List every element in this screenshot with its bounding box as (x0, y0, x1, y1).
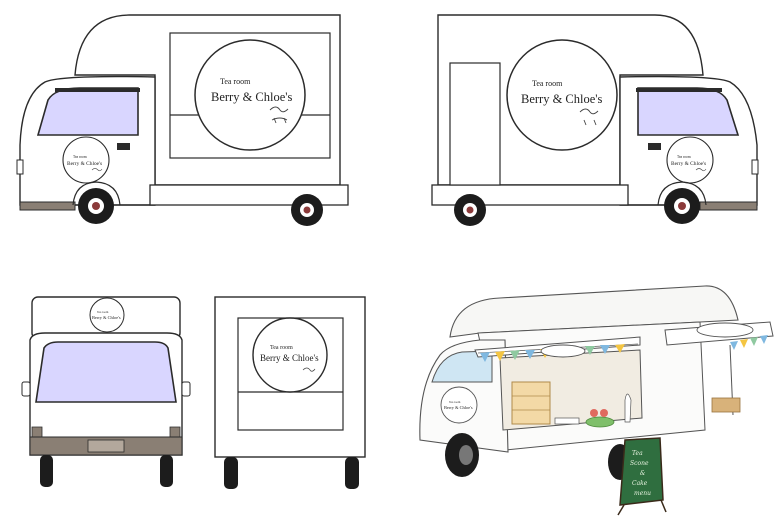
door-logo-line2: Berry & Chloe's (67, 161, 102, 167)
rear-logo-line1: Tea room (270, 345, 293, 351)
front-tire-left (40, 455, 53, 487)
chalk-line-4: Cake (632, 480, 648, 487)
logo-line1: Tea room (220, 77, 251, 86)
front-windshield (35, 341, 177, 403)
chalk-line-5: menu (634, 490, 651, 497)
truck-front-view: Tea room Berry & Chloe's (21, 296, 191, 487)
truck-left-side-view: Tea room Berry & Chloe's Tea room Berry … (16, 14, 349, 226)
side-window-left (36, 87, 139, 136)
perspective-logo-line1: Tea room (449, 400, 461, 404)
side-bunting (730, 335, 768, 350)
door-logo-line2-right: Berry & Chloe's (671, 161, 706, 167)
side-window-right (637, 87, 740, 136)
chalk-line-1: Tea (632, 450, 643, 457)
truck-right-side-view: Tea room Berry & Chloe's Tea room Berry … (431, 14, 759, 226)
logo-line1-right: Tea room (532, 79, 563, 88)
logo-line2-right: Berry & Chloe's (521, 92, 603, 106)
front-tire-right (160, 455, 173, 487)
logo-line2: Berry & Chloe's (211, 90, 293, 104)
front-logo-line1: Tea room (97, 310, 109, 314)
front-logo-line2: Berry & Chloe's (92, 315, 121, 320)
rear-tire-left (224, 457, 238, 489)
perspective-logo-line2: Berry & Chloe's (444, 405, 473, 410)
chalk-line-2: Scone (630, 460, 649, 467)
rear-logo-line2: Berry & Chloe's (260, 353, 319, 363)
rear-tire-right (345, 457, 359, 489)
side-door (449, 62, 501, 186)
truck-perspective-view: Tea room Berry & Chloe's Tea Scone & Cak… (419, 285, 774, 516)
truck-rear-view: Tea room Berry & Chloe's (214, 296, 366, 489)
chalkboard-menu-sign: Tea Scone & Cake menu (617, 437, 667, 516)
door-logo-line1: Tea room (73, 155, 87, 159)
door-logo-line1-right: Tea room (677, 155, 691, 159)
chalk-line-3: & (640, 470, 646, 477)
